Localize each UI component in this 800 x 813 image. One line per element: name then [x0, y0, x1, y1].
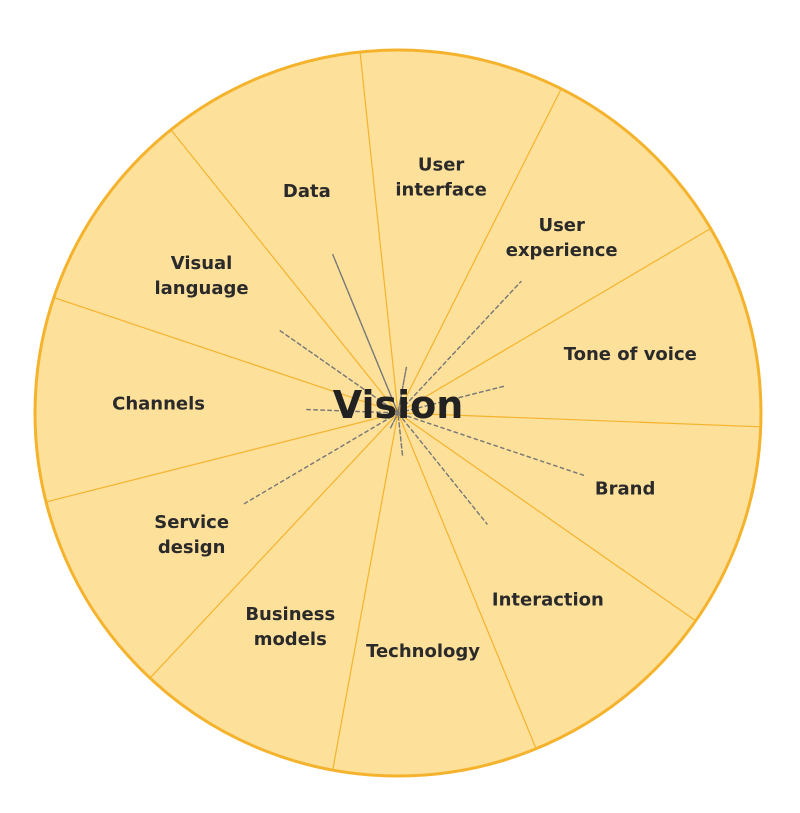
segment-label: Technology [366, 641, 480, 662]
segment-divider [170, 129, 399, 414]
wheel-segments [34, 49, 761, 776]
wheel-segment [398, 88, 711, 413]
segment-divider [397, 227, 711, 414]
wheel-segment [53, 129, 398, 413]
vision-profile-shape [242, 253, 586, 525]
wheel-segment [332, 413, 537, 776]
segment-divider [359, 51, 399, 414]
wheel-segment [398, 228, 761, 427]
segment-divider [332, 412, 399, 771]
outer-ring [33, 48, 763, 778]
center-label: Vision [333, 383, 464, 427]
wheel-segment [170, 51, 398, 413]
segment-divider [397, 412, 697, 622]
segment-divider [397, 88, 562, 414]
wheel-segment [46, 413, 398, 679]
segment-label: Tone of voice [564, 344, 697, 365]
wheel-segment [150, 413, 398, 771]
segment-label: Data [283, 181, 331, 202]
wheel-segment [398, 413, 696, 749]
wheel-segment [34, 297, 398, 502]
segment-divider [149, 412, 399, 679]
wheel-segment [398, 413, 761, 621]
segment-label: Brand [595, 479, 655, 500]
segment-label: Interaction [492, 589, 604, 610]
segment-divider [45, 412, 399, 503]
segment-divider [397, 412, 761, 428]
wheel-dividers [45, 51, 761, 771]
segment-label: Channels [112, 393, 205, 414]
segment-divider [53, 296, 399, 414]
segment-divider [397, 412, 537, 749]
wheel-segment [360, 49, 562, 413]
